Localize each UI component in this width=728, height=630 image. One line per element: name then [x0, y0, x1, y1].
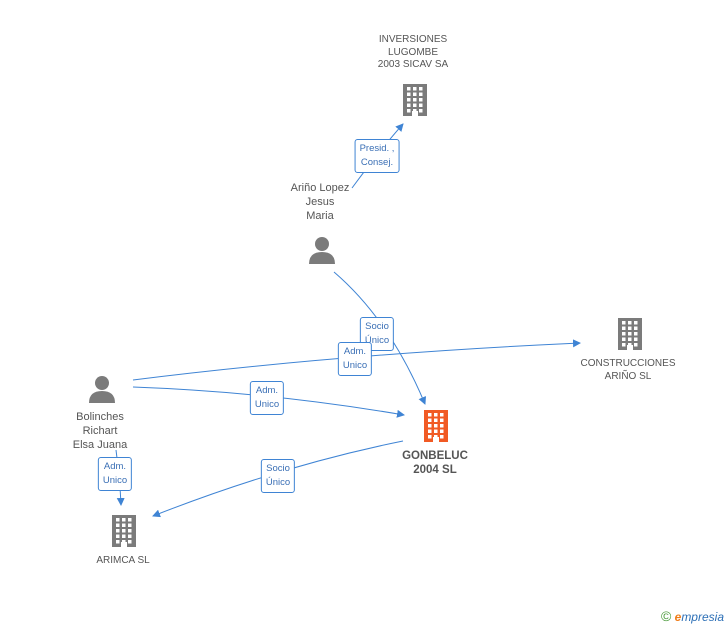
building-window: [628, 321, 632, 325]
edge-label-arino-inversiones[interactable]: Presid. , Consej.: [354, 139, 400, 173]
building-door: [412, 111, 418, 116]
empresia-logo[interactable]: © empresia: [661, 608, 724, 624]
building-icon[interactable]: [112, 515, 136, 547]
building-window: [128, 529, 132, 533]
building-window: [407, 103, 411, 107]
building-window: [122, 540, 126, 544]
building-window: [419, 92, 423, 96]
person-icon[interactable]: [89, 376, 115, 403]
building-window: [419, 109, 423, 113]
building-window: [634, 343, 638, 347]
person-icon[interactable]: [309, 237, 335, 264]
building-window: [413, 98, 417, 102]
building-window: [116, 523, 120, 527]
building-door: [627, 345, 633, 350]
node-label-bolinches[interactable]: Bolinches Richart Elsa Juana: [72, 411, 128, 451]
edge-label-bolinches-construcciones[interactable]: Adm. Unico: [337, 342, 373, 376]
building-window: [622, 321, 626, 325]
building-window: [407, 98, 411, 102]
building-window: [116, 529, 120, 533]
building-window: [413, 103, 417, 107]
building-window: [634, 337, 638, 341]
building-window: [128, 523, 132, 527]
building-window: [434, 424, 438, 428]
building-window: [428, 424, 432, 428]
building-window: [622, 337, 626, 341]
building-window: [128, 540, 132, 544]
building-window: [628, 337, 632, 341]
building-window: [413, 109, 417, 113]
building-window: [628, 343, 632, 347]
building-window: [428, 429, 432, 433]
building-icon[interactable]: [403, 84, 427, 116]
building-window: [419, 98, 423, 102]
building-window: [434, 418, 438, 422]
building-window: [419, 87, 423, 91]
building-window: [634, 332, 638, 336]
building-window: [440, 435, 444, 439]
node-label-construcciones[interactable]: CONSTRUCCIONES ARIÑO SL: [580, 358, 676, 382]
building-window: [122, 523, 126, 527]
building-window: [128, 518, 132, 522]
building-icon[interactable]: [424, 410, 448, 442]
node-label-gonbeluc[interactable]: GONBELUC 2004 SL: [402, 450, 468, 476]
building-window: [128, 534, 132, 538]
building-window: [628, 326, 632, 330]
building-window: [413, 92, 417, 96]
building-door: [121, 542, 127, 547]
copyright-symbol: ©: [660, 608, 672, 624]
building-window: [116, 534, 120, 538]
building-window: [413, 87, 417, 91]
building-window: [116, 518, 120, 522]
building-window: [440, 418, 444, 422]
node-label-arimca[interactable]: ARIMCA SL: [96, 555, 150, 566]
building-window: [122, 518, 126, 522]
building-window: [434, 429, 438, 433]
building-window: [622, 343, 626, 347]
brand-initial: e: [674, 610, 682, 624]
node-label-inversiones[interactable]: INVERSIONES LUGOMBE 2003 SICAV SA: [377, 34, 449, 70]
building-window: [428, 413, 432, 417]
building-window: [407, 92, 411, 96]
building-window: [419, 103, 423, 107]
building-window: [428, 435, 432, 439]
node-label-arino-lopez[interactable]: Ariño Lopez Jesus Maria: [290, 182, 350, 222]
brand-name: mpresia: [681, 610, 724, 624]
building-window: [440, 429, 444, 433]
building-window: [116, 540, 120, 544]
edge-label-gonbeluc-arimca[interactable]: Socio Único: [260, 459, 296, 493]
edge-label-bolinches-gonbeluc[interactable]: Adm. Unico: [249, 381, 285, 415]
building-window: [634, 326, 638, 330]
building-window: [434, 435, 438, 439]
building-window: [440, 424, 444, 428]
building-window: [407, 87, 411, 91]
building-window: [622, 332, 626, 336]
building-window: [122, 529, 126, 533]
building-window: [407, 109, 411, 113]
building-icon[interactable]: [618, 318, 642, 350]
building-window: [428, 418, 432, 422]
building-window: [634, 321, 638, 325]
building-window: [440, 413, 444, 417]
building-window: [122, 534, 126, 538]
building-door: [433, 437, 439, 442]
building-window: [628, 332, 632, 336]
edge-label-bolinches-arimca[interactable]: Adm. Unico: [97, 457, 133, 491]
building-window: [622, 326, 626, 330]
building-window: [434, 413, 438, 417]
